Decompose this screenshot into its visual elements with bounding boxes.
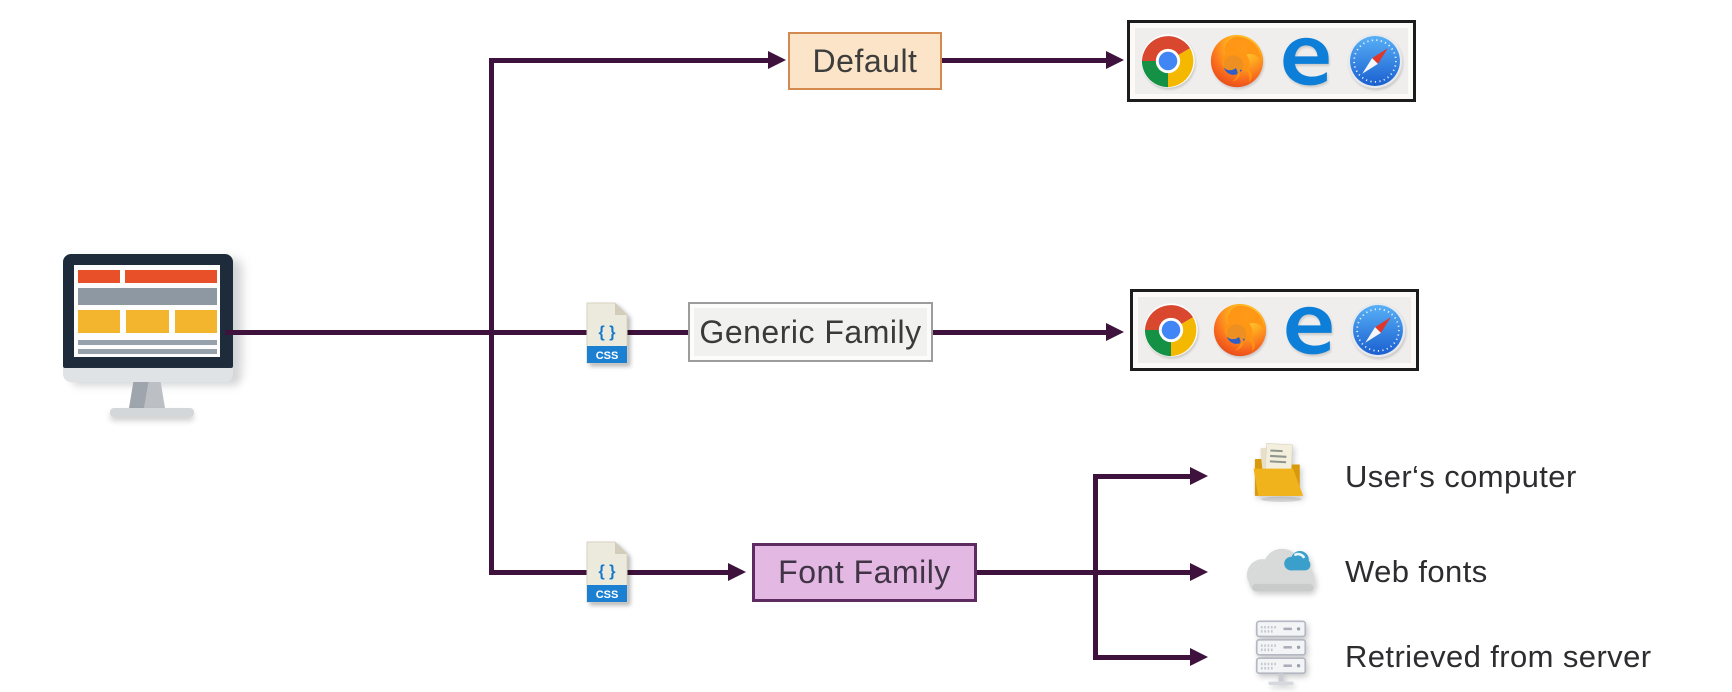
font-family-node: Font Family — [752, 543, 977, 602]
cloud-icon — [1246, 548, 1315, 592]
browsers-box-top — [1127, 20, 1416, 102]
webpage-header-bar — [125, 270, 217, 283]
firefox-icon — [1213, 303, 1267, 357]
arrowhead-into-browsers-middle — [1106, 323, 1124, 341]
css-file-icon: { } CSS — [582, 302, 632, 364]
connector-default-to-browsers — [942, 58, 1106, 63]
monitor-stand-base — [110, 408, 194, 417]
arrowhead-into-font-family — [728, 563, 746, 581]
css-file-icon: { } CSS — [582, 541, 632, 603]
arrowhead-into-server — [1190, 648, 1208, 666]
connector-junction-vertical — [489, 58, 494, 575]
safari-icon — [1350, 302, 1406, 358]
monitor-chin — [63, 368, 233, 382]
browsers-box-middle — [1130, 289, 1419, 371]
folder-icon — [1253, 443, 1304, 502]
monitor-stand-neck — [129, 382, 165, 408]
safari-icon — [1347, 33, 1403, 89]
arrowhead-into-browsers-top — [1106, 51, 1124, 69]
outcome-label-retrieved-from-server: Retrieved from server — [1345, 639, 1652, 674]
chrome-icon — [1141, 34, 1195, 88]
arrowhead-into-users-computer — [1190, 467, 1208, 485]
outcome-label-web-fonts: Web fonts — [1345, 554, 1488, 589]
edge-icon — [1286, 306, 1332, 355]
connector-generic-to-browsers — [933, 330, 1106, 335]
arrowhead-into-default — [768, 51, 786, 69]
server-icon — [1255, 620, 1307, 685]
connector-top-branch — [492, 58, 770, 63]
webpage-text-line-1 — [78, 340, 217, 345]
webpage-card-2 — [126, 310, 169, 333]
edge-icon — [1283, 37, 1329, 86]
webpage-card-3 — [175, 310, 217, 333]
font-family-node-label: Font Family — [778, 554, 951, 590]
connector-outcomes-vertical — [1093, 474, 1098, 660]
css-braces-glyph: { } — [599, 324, 616, 341]
webpage-card-1 — [78, 310, 120, 333]
connector-to-users-computer — [1093, 474, 1190, 479]
css-braces-glyph: { } — [599, 563, 616, 580]
connector-font-to-webfonts — [977, 570, 1190, 575]
webpage-text-line-2 — [78, 349, 217, 354]
chrome-icon — [1144, 303, 1198, 357]
outcome-label-users-computer: User‘s computer — [1345, 459, 1577, 494]
firefox-icon — [1210, 34, 1264, 88]
webpage-nav-bar — [78, 288, 217, 305]
arrowhead-into-web-fonts — [1190, 563, 1208, 581]
css-file-label: CSS — [596, 589, 619, 601]
connector-to-server — [1093, 655, 1190, 660]
connector-main — [225, 330, 495, 335]
generic-family-node-label: Generic Family — [699, 313, 922, 350]
css-file-label: CSS — [596, 350, 619, 362]
default-node-label: Default — [812, 42, 918, 79]
generic-family-node: Generic Family — [688, 302, 933, 362]
default-node: Default — [788, 32, 942, 90]
webpage-header-block — [78, 270, 120, 283]
